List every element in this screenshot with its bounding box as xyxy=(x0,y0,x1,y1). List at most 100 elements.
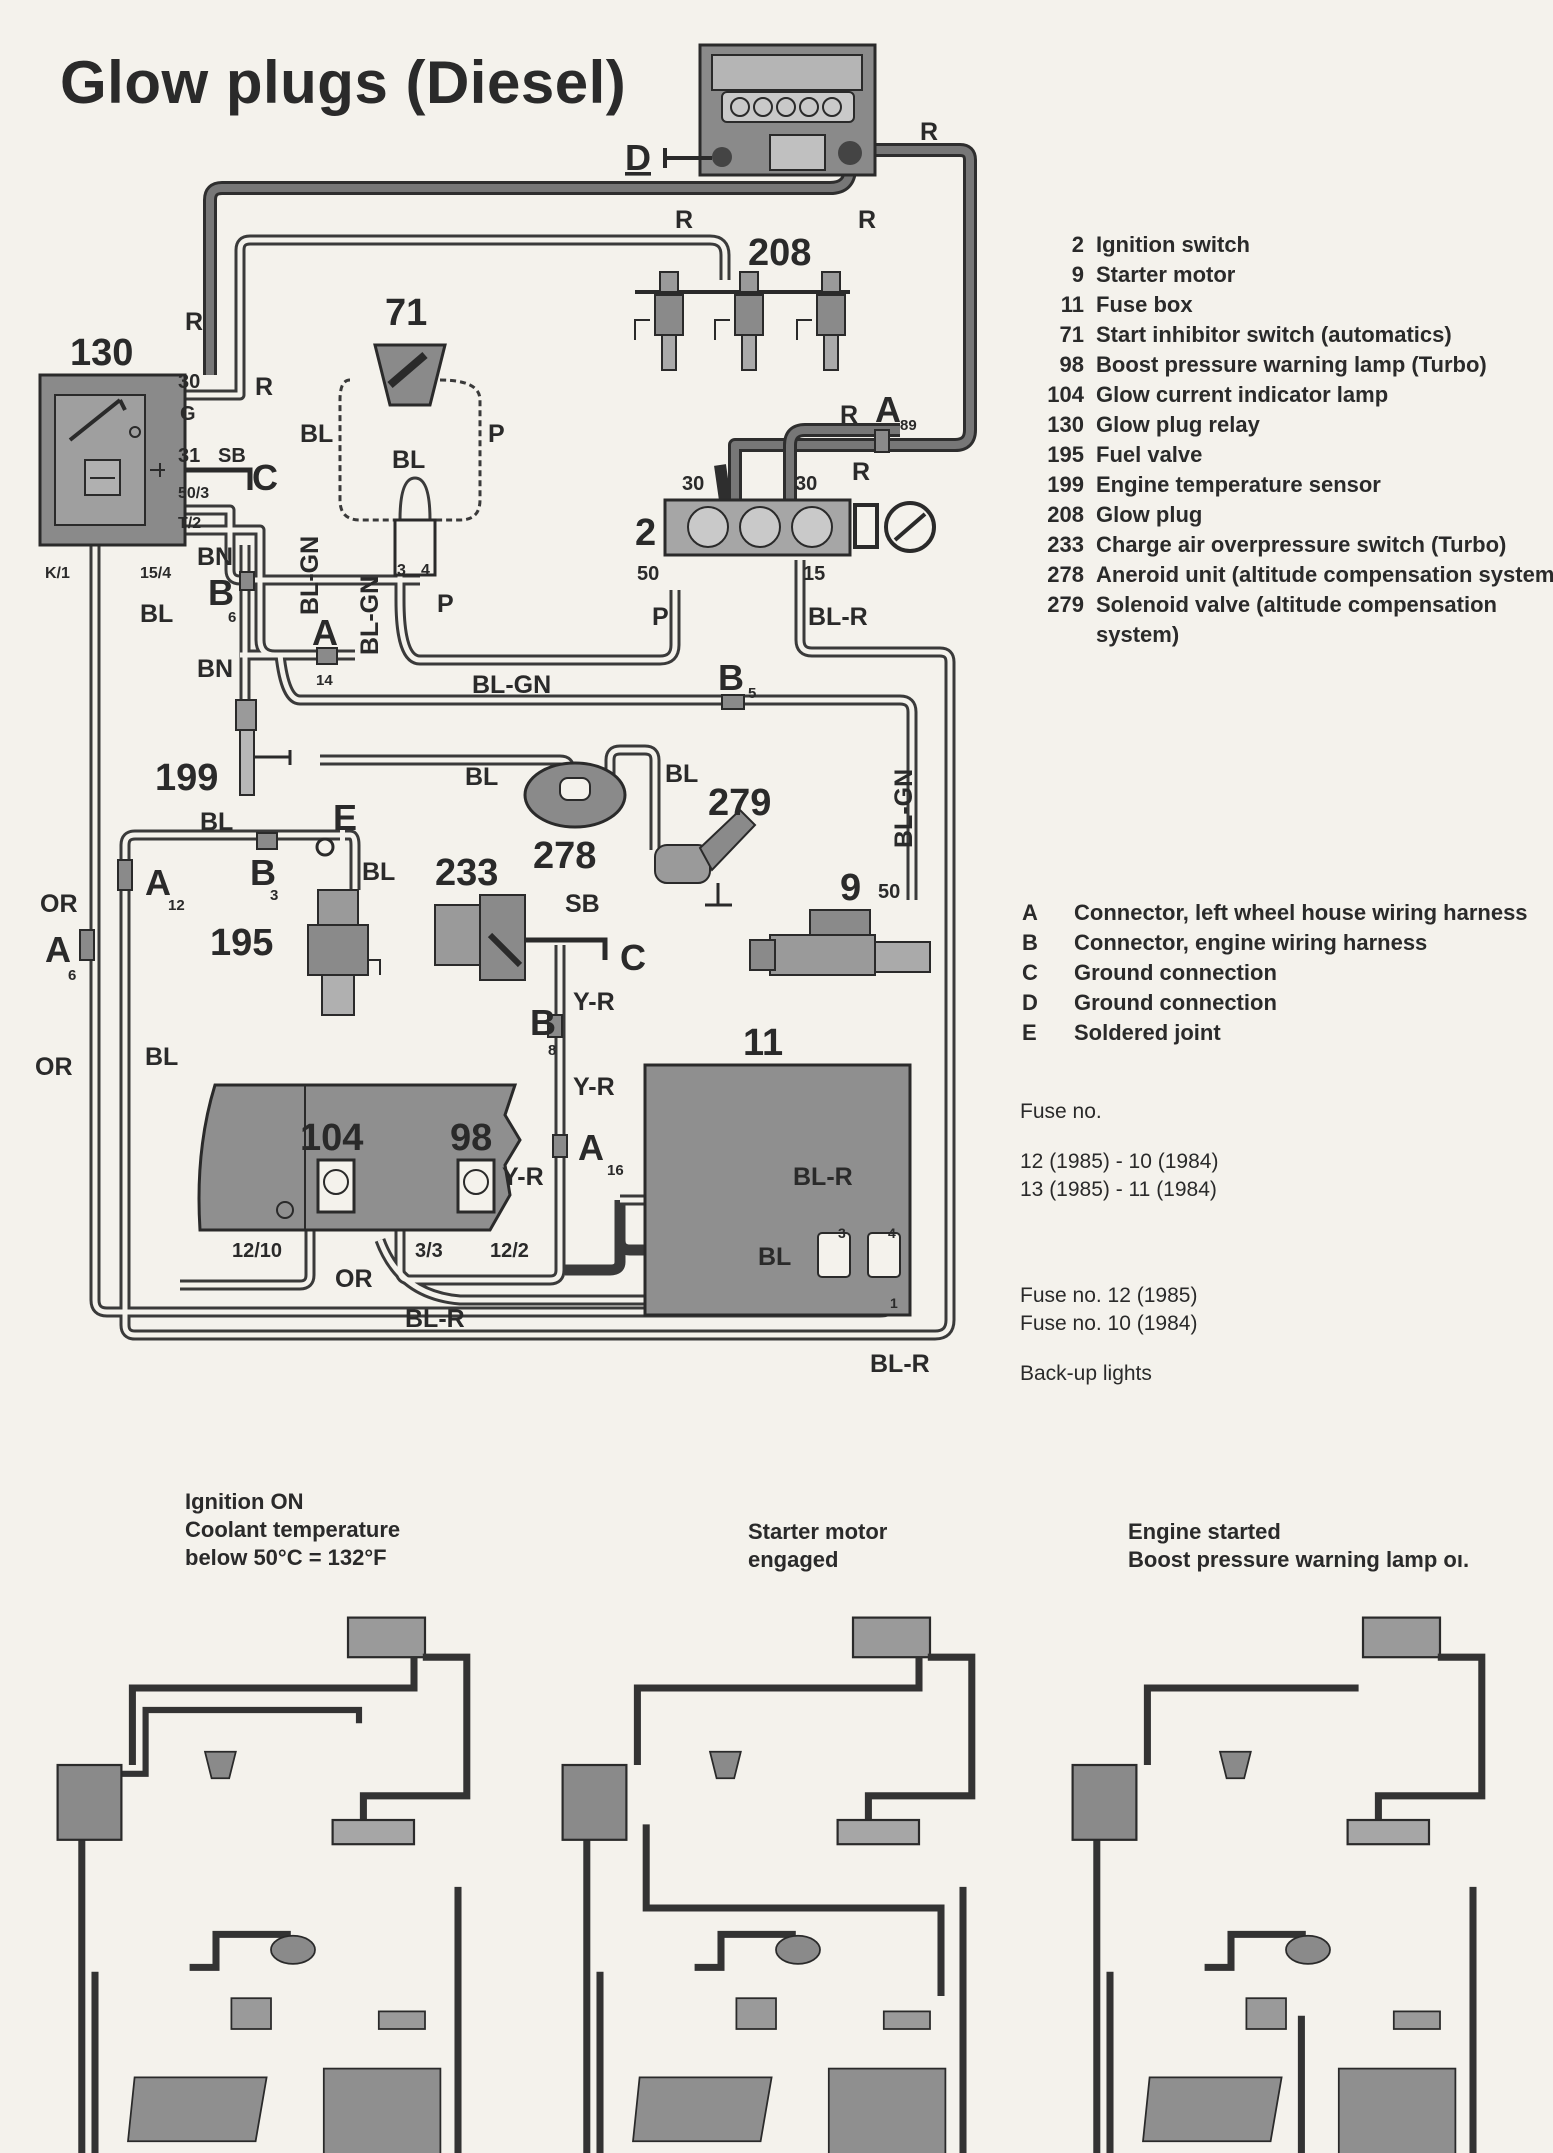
sub-16: 16 xyxy=(607,1162,624,1179)
legend-label: Boost pressure warning lamp (Turbo) xyxy=(1096,352,1487,377)
wire-label-y-r: Y-R xyxy=(573,1073,615,1101)
sub-12: 12 xyxy=(168,897,185,914)
wire-label-y-r: Y-R xyxy=(573,988,615,1016)
legend-number: 2 xyxy=(1071,232,1084,257)
caption-line: Ignition ON xyxy=(185,1489,304,1514)
sub-3: 3 xyxy=(270,887,278,904)
connector-key: C xyxy=(1022,960,1038,985)
ground-c-symbol-relay xyxy=(185,467,253,490)
caption-line: engaged xyxy=(748,1547,839,1572)
inhibitor-wires xyxy=(338,378,482,522)
fuse-note-1: 12 (1985) - 10 (1984) xyxy=(1020,1150,1219,1173)
inhibitor-loop xyxy=(398,476,432,521)
connector-label: Ground connection xyxy=(1074,990,1277,1015)
pin-30: 30 xyxy=(178,371,200,393)
connector-key: E xyxy=(1022,1020,1037,1045)
connector-key: B xyxy=(1022,930,1038,955)
label-9: 9 xyxy=(840,867,861,909)
mini-diagram-1 xyxy=(56,1616,471,2153)
wire-label-r: R xyxy=(255,373,273,401)
legend-number: 104 xyxy=(1047,382,1084,407)
sub-8: 8 xyxy=(548,1042,556,1059)
legend-label: Glow plug relay xyxy=(1096,412,1260,437)
wire-label-bl: BL xyxy=(140,600,173,628)
legend-number: 98 xyxy=(1059,352,1084,377)
fuse-note-2: 13 (1985) - 11 (1984) xyxy=(1020,1178,1217,1201)
label-233: 233 xyxy=(435,852,498,894)
connector-a: A xyxy=(145,862,171,903)
sub-5: 5 xyxy=(748,685,756,702)
fuse-note-4: Fuse no. 10 (1984) xyxy=(1020,1312,1198,1335)
glow-plug-1 xyxy=(634,271,684,371)
pin-t-2: T/2 xyxy=(178,515,201,532)
caption-line: Coolant temperature xyxy=(185,1517,401,1542)
legend-number: 71 xyxy=(1059,322,1084,347)
connector-label: Connector, engine wiring harness xyxy=(1074,930,1428,955)
wire-label-r: R xyxy=(858,206,876,234)
connector-subscripts: 89 6 14 5 3 12 6 8 16 xyxy=(68,417,917,1179)
vertical-wire-labels: BL-GN BL-GN BL-GN xyxy=(296,536,918,848)
wire-label-bl: BL xyxy=(300,420,333,448)
heavy-wire-30-inner xyxy=(786,426,900,500)
legend-label: Engine temperature sensor xyxy=(1096,472,1381,497)
legend-label: Glow plug xyxy=(1096,502,1203,527)
legend-item: 71 Start inhibitor switch (automatics) xyxy=(1030,320,1553,350)
wire-label-bl: BL xyxy=(362,858,395,886)
wire-label-bl: BL xyxy=(200,808,233,836)
scenario-caption-starter: Starter motor engaged xyxy=(748,1518,887,1574)
connector-c: C xyxy=(620,937,646,978)
wire-label-or: OR xyxy=(335,1265,373,1293)
backup-lights-note: Back-up lights xyxy=(1020,1362,1152,1385)
label-2: 2 xyxy=(635,512,656,554)
label-98: 98 xyxy=(450,1117,492,1159)
wire-label-sb: SB xyxy=(565,890,600,918)
page-title: Glow plugs (Diesel) xyxy=(60,49,627,116)
pin-50-3: 50/3 xyxy=(178,485,209,502)
wire-label-bl-gn: BL-GN xyxy=(472,671,551,699)
fuse-heading: Fuse no. xyxy=(1020,1100,1102,1123)
wire-label-bl: BL xyxy=(665,760,698,788)
connector-legend-item: D Ground connection xyxy=(1022,988,1528,1018)
legend-label: Aneroid unit (altitude compensation syst… xyxy=(1096,562,1553,587)
glow-plug-2 xyxy=(714,271,764,371)
component-numbers: 130 71 208 2 199 195 233 278 279 9 11 10… xyxy=(70,232,861,1159)
pin-15: 15 xyxy=(803,563,825,585)
legend-label: Glow current indicator lamp xyxy=(1096,382,1389,407)
connector-key: D xyxy=(1022,990,1038,1015)
wire-label-r: R xyxy=(852,458,870,486)
connector-label: Soldered joint xyxy=(1074,1020,1221,1045)
fuse-box xyxy=(643,1063,912,1317)
glow-plugs xyxy=(634,271,850,371)
wire-label-p: P xyxy=(652,603,669,631)
wire-label-bl-r: BL-R xyxy=(405,1305,465,1333)
pin-3: 3 xyxy=(838,1225,846,1241)
wire-label-bl-gn: BL-GN xyxy=(296,536,324,615)
connector-legend-item: B Connector, engine wiring harness xyxy=(1022,928,1528,958)
label-104: 104 xyxy=(300,1117,363,1159)
warning-lamp-panel xyxy=(197,1083,522,1232)
legend-number: 199 xyxy=(1047,472,1084,497)
legend-number: 195 xyxy=(1047,442,1084,467)
wire-label-bl: BL xyxy=(758,1243,791,1271)
wire-label-p: P xyxy=(437,590,454,618)
wire-label-bl-r: BL-R xyxy=(808,603,868,631)
wire-label-bl: BL xyxy=(145,1043,178,1071)
sub-14: 14 xyxy=(316,672,333,689)
scenario-caption-ignition: Ignition ON Coolant temperature below 50… xyxy=(185,1488,400,1572)
mini-diagram-2 xyxy=(561,1616,976,2153)
connector-b: B xyxy=(208,572,234,613)
label-195: 195 xyxy=(210,922,273,964)
pin-1: 1 xyxy=(890,1295,898,1311)
legend-label: Solenoid valve (altitude compensation sy… xyxy=(1096,592,1497,647)
legend-item: 199 Engine temperature sensor xyxy=(1030,470,1553,500)
charge-air-overpressure-switch xyxy=(434,894,608,981)
legend-label: Start inhibitor switch (automatics) xyxy=(1096,322,1452,347)
